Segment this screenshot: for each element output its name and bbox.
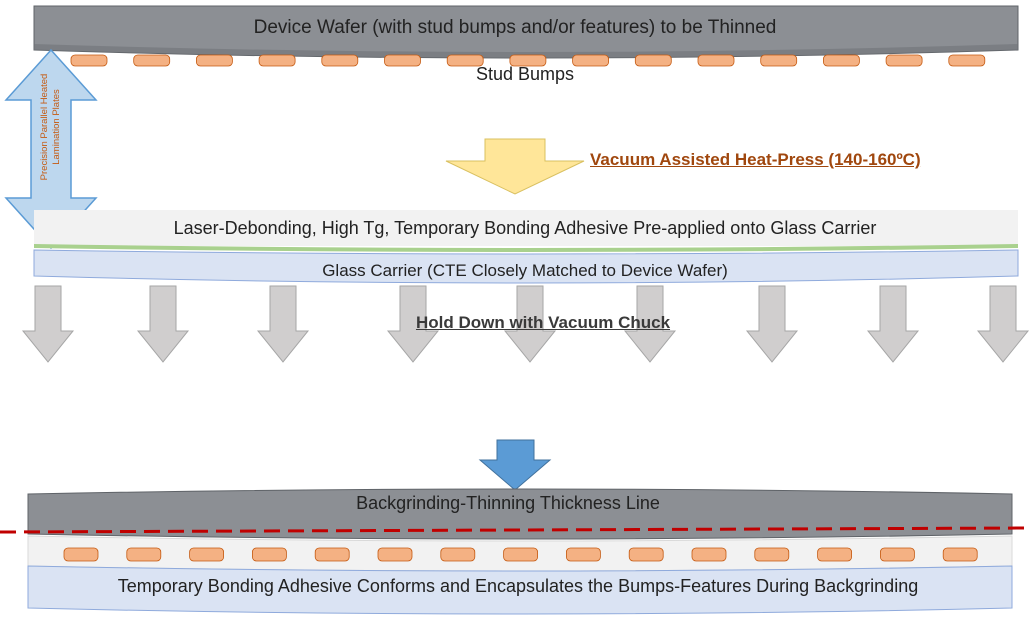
bottom-glass-carrier — [27, 565, 1013, 615]
thinning-line-label: Backgrinding-Thinning Thickness Line — [356, 493, 660, 513]
stud-bump — [634, 54, 672, 67]
stud-bump — [948, 54, 986, 67]
heat-press-arrow — [445, 138, 585, 195]
stud-bump — [70, 54, 108, 67]
adhesive-layer — [34, 210, 1018, 246]
stud-bumps-label: Stud Bumps — [475, 64, 575, 84]
stud-bump — [817, 547, 852, 562]
adhesive-layer-label: Laser-Debonding, High Tg, Temporary Bond… — [173, 218, 877, 238]
stud-bump — [760, 54, 798, 67]
glass-carrier-label: Glass Carrier (CTE Closely Matched to De… — [322, 261, 728, 280]
stud-bump — [384, 54, 421, 67]
vacuum-arrow — [136, 285, 190, 363]
stud-bump — [377, 547, 413, 562]
lamination-plates-label: Precision Parallel Heated Lamination Pla… — [39, 73, 62, 181]
stud-bump — [133, 54, 171, 67]
stud-bumps-top — [70, 54, 986, 67]
stud-bump — [880, 547, 915, 562]
vacuum-chuck-arrows — [21, 285, 1030, 363]
stud-bump — [195, 54, 233, 67]
thinned-wafer — [27, 488, 1013, 540]
stud-bump — [697, 54, 735, 67]
stud-bump — [503, 547, 539, 562]
stud-bump — [823, 54, 860, 67]
vacuum-arrow — [386, 285, 440, 363]
heat-press-label: Vacuum Assisted Heat-Press (140-160ºC) — [590, 150, 921, 169]
glass-carrier — [33, 249, 1019, 284]
stud-bump — [566, 547, 601, 562]
next-step-arrow — [478, 439, 552, 491]
stud-bump — [446, 54, 484, 67]
stud-bump — [628, 547, 664, 562]
vacuum-arrow — [745, 285, 799, 363]
device-wafer-label: Device Wafer (with stud bumps and/or fea… — [253, 17, 777, 38]
thinning-cut-line — [0, 526, 1030, 534]
stud-bump — [509, 54, 547, 67]
stud-bump — [754, 547, 790, 562]
vacuum-arrow — [503, 285, 557, 363]
vacuum-arrow — [21, 285, 75, 363]
stud-bump — [885, 54, 923, 67]
stud-bump — [126, 547, 162, 562]
stud-bump — [321, 54, 359, 67]
vacuum-arrow — [623, 285, 677, 363]
stud-bump — [63, 547, 99, 562]
stud-bump — [440, 547, 476, 562]
encapsulation-label: Temporary Bonding Adhesive Conforms and … — [117, 576, 919, 596]
stud-bump — [942, 547, 978, 562]
adhesive-green-edge — [34, 244, 1018, 252]
stud-bump — [258, 54, 296, 67]
stud-bump — [572, 54, 609, 67]
vacuum-arrow — [256, 285, 310, 363]
vacuum-arrow — [976, 285, 1030, 363]
stud-bump — [314, 547, 350, 562]
stud-bump — [189, 547, 225, 562]
vacuum-chuck-label: Hold Down with Vacuum Chuck — [415, 313, 671, 332]
stud-bump — [691, 547, 727, 562]
stud-bumps-bottom — [63, 547, 978, 562]
stud-bump — [251, 547, 287, 562]
vacuum-arrow — [866, 285, 920, 363]
